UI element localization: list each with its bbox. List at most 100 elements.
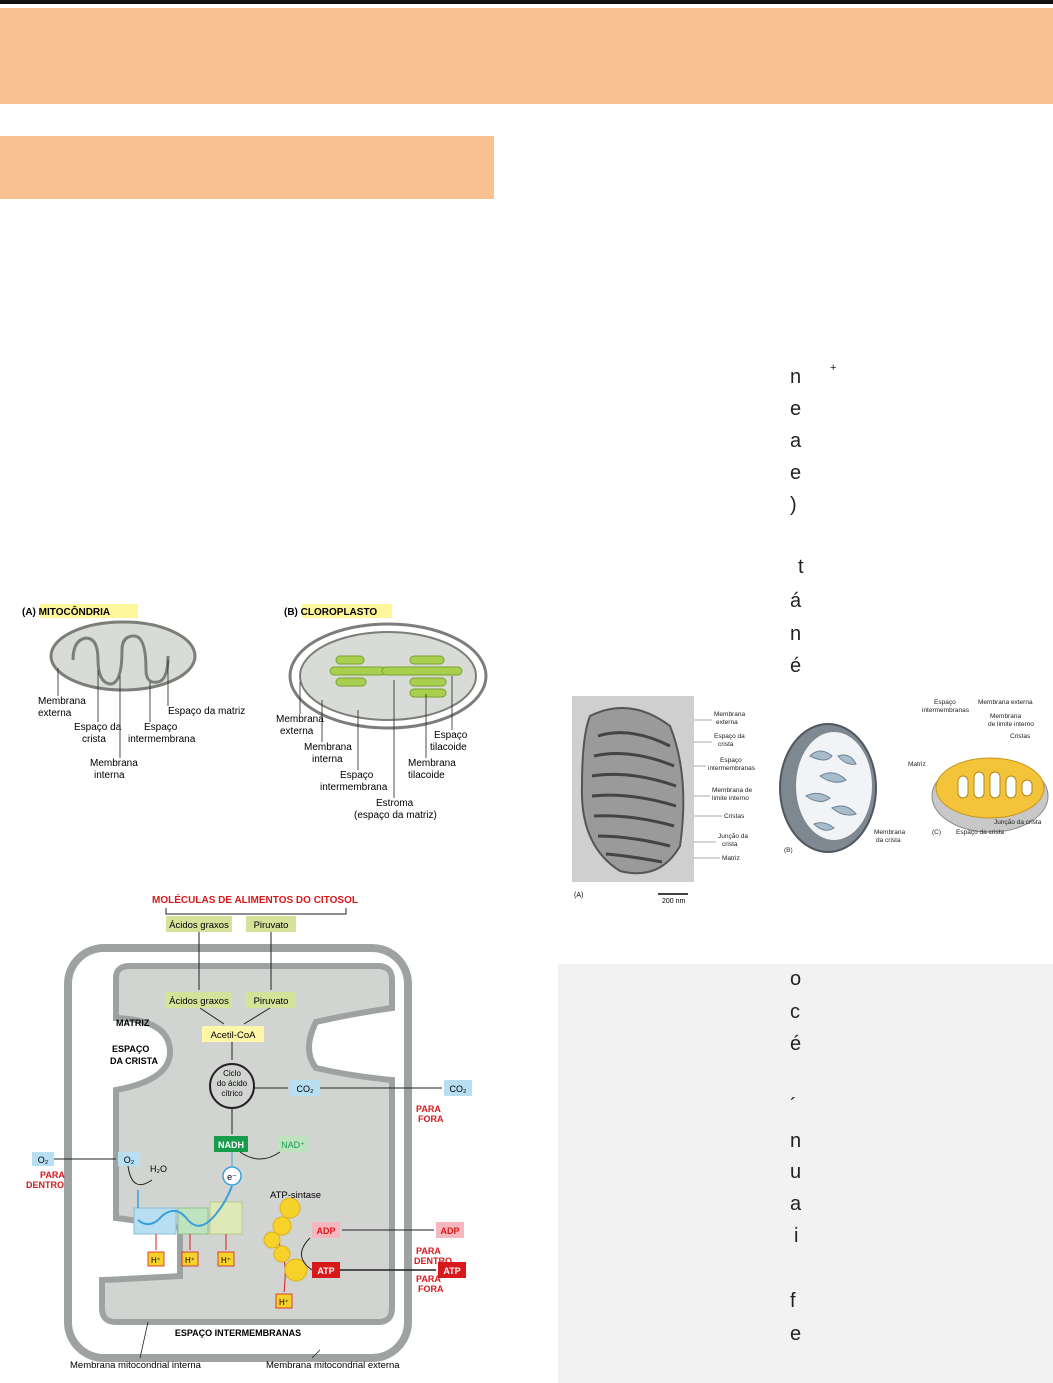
label: crista xyxy=(718,741,734,748)
label: DENTRO xyxy=(26,1180,64,1190)
label: (espaço da matriz) xyxy=(354,810,437,821)
label: ADP xyxy=(316,1226,335,1236)
label: Piruvato xyxy=(254,996,289,1007)
text-fragment: e xyxy=(790,462,802,484)
label: interna xyxy=(94,770,125,781)
label: intermembrana xyxy=(128,734,196,745)
label: (B) xyxy=(784,847,793,854)
label: PARA xyxy=(40,1170,65,1180)
text-fragment: n xyxy=(790,366,802,388)
label: Matriz xyxy=(722,855,740,862)
label: Espaço xyxy=(720,757,742,764)
text-fragment: á xyxy=(790,590,802,612)
label: do ácido xyxy=(217,1079,248,1088)
text-fragment: i xyxy=(794,1225,799,1247)
label: H⁺ xyxy=(151,1256,161,1265)
label: Membrana xyxy=(874,829,905,836)
label: CO₂ xyxy=(450,1084,468,1094)
label: intermembranas xyxy=(708,765,756,772)
label: H⁺ xyxy=(221,1256,231,1265)
mito-title: (A) MITOCÔNDRIA xyxy=(22,605,110,618)
label: interna xyxy=(312,754,343,765)
text-fragment: e xyxy=(790,398,802,420)
respiration-diagram: MOLÉCULAS DE ALIMENTOS DO CITOSOL Ácidos… xyxy=(26,893,472,1371)
label: Membrana mitocondrial externa xyxy=(266,1360,400,1371)
label: Membrana xyxy=(276,714,324,725)
text-fragment: t xyxy=(798,556,804,578)
diagram-title: MOLÉCULAS DE ALIMENTOS DO CITOSOL xyxy=(152,893,358,906)
label: CO₂ xyxy=(297,1084,315,1094)
label: PARA xyxy=(416,1246,441,1256)
cloro-title: (B) CLOROPLASTO xyxy=(284,607,377,618)
label: Espaço xyxy=(434,730,468,741)
label: ESPAÇO xyxy=(112,1044,149,1054)
note-box xyxy=(558,964,1053,1383)
text-fragment: a xyxy=(790,1193,802,1215)
label: externa xyxy=(716,719,738,726)
label: Membrana xyxy=(714,711,745,718)
label: FORA xyxy=(418,1114,444,1124)
label: crista xyxy=(82,734,106,745)
text-fragment: é xyxy=(790,655,802,677)
label: Membrana xyxy=(408,758,456,769)
label: externa xyxy=(280,726,314,737)
label: Membrana de xyxy=(712,787,752,794)
text-fragment: e xyxy=(790,1323,802,1345)
label: Espaço da xyxy=(714,733,745,740)
label: e⁻ xyxy=(227,1172,237,1182)
label: intermembranas xyxy=(922,707,970,714)
label: Matriz xyxy=(908,761,926,768)
text-fragment: u xyxy=(790,1161,802,1183)
label: NAD⁺ xyxy=(281,1140,305,1150)
label: da crista xyxy=(876,837,901,844)
text-fragment: ) xyxy=(790,494,797,516)
label: Ácidos graxos xyxy=(169,996,229,1007)
label: PARA xyxy=(416,1274,441,1284)
label: ATP xyxy=(443,1266,460,1276)
label: Membrana mitocondrial interna xyxy=(70,1360,202,1371)
text-fragment: f xyxy=(790,1290,796,1312)
label: Junção da crista xyxy=(994,819,1042,826)
label: Membrana xyxy=(90,758,138,769)
label: H₂O xyxy=(150,1164,167,1174)
label: Cristas xyxy=(1010,733,1031,740)
label: Membrana xyxy=(990,713,1021,720)
section-banner xyxy=(0,136,494,199)
label: Espaço xyxy=(340,770,374,781)
mitochondria-em-figure: (A) 200 nm Membrana externa Espaço da cr… xyxy=(572,696,1049,905)
text-fragment: c xyxy=(790,1001,800,1023)
label: O₂ xyxy=(38,1155,49,1165)
label: DA CRISTA xyxy=(110,1056,158,1066)
text-fragment: + xyxy=(830,362,837,374)
label: MATRIZ xyxy=(116,1018,150,1028)
top-rule xyxy=(0,0,1053,4)
header-banner xyxy=(0,8,1053,104)
label: Espaço xyxy=(144,722,178,733)
text-fragment: é xyxy=(790,1033,802,1055)
label: Estroma xyxy=(376,798,414,809)
label: Espaço da xyxy=(74,722,122,733)
label: ATP-sintase xyxy=(270,1190,321,1201)
label: Piruvato xyxy=(254,920,289,931)
text-fragment: a xyxy=(790,430,802,452)
label: 200 nm xyxy=(662,898,686,905)
label: cítrico xyxy=(221,1089,243,1098)
label: de limite interno xyxy=(988,721,1034,728)
label: Membrana externa xyxy=(978,699,1033,706)
label: H⁺ xyxy=(185,1256,195,1265)
text-fragment: n xyxy=(790,623,802,645)
label: DENTRO xyxy=(414,1256,452,1266)
label: externa xyxy=(38,708,72,719)
label: O₂ xyxy=(124,1155,135,1165)
label: intermembrana xyxy=(320,782,388,793)
organelle-figure: (A) MITOCÔNDRIA Membrana externa Espaço … xyxy=(22,604,488,821)
label: PARA xyxy=(416,1104,441,1114)
label: Membrana xyxy=(38,696,86,707)
label: Ácidos graxos xyxy=(169,920,229,931)
label: tilacoide xyxy=(408,770,445,781)
label: ADP xyxy=(440,1226,459,1236)
label: NADH xyxy=(218,1140,244,1150)
label: Ciclo xyxy=(223,1069,241,1078)
label: Espaço da crista xyxy=(956,829,1004,836)
label: FORA xyxy=(418,1284,444,1294)
